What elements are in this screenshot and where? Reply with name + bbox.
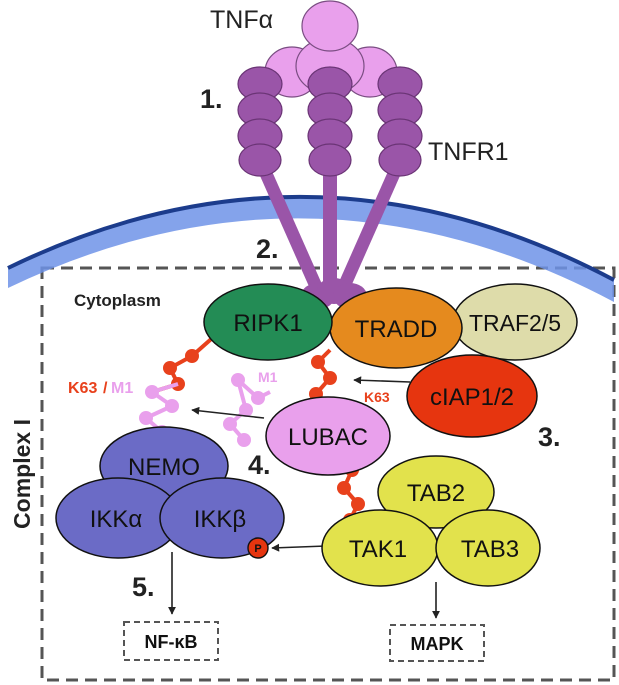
tab2-node bbox=[377, 455, 495, 529]
step-3: 3. bbox=[538, 422, 561, 452]
ub-slash: / bbox=[103, 380, 108, 397]
m1-chain-label: M1 bbox=[258, 369, 278, 385]
step-4: 4. bbox=[248, 450, 271, 480]
phospho-marker bbox=[247, 537, 269, 559]
ciap-label: cIAP1/2 bbox=[430, 384, 514, 411]
tab3-label: TAB3 bbox=[461, 536, 519, 563]
arrow-tak1-to-ikkb bbox=[271, 543, 327, 552]
ciap-node bbox=[406, 354, 538, 438]
tab3-node bbox=[435, 509, 541, 587]
mapk-box bbox=[389, 624, 485, 662]
ripk1-node bbox=[203, 283, 333, 361]
lubac-label: LUBAC bbox=[288, 424, 368, 451]
ripk1-label: RIPK1 bbox=[233, 310, 302, 337]
nfkb-box bbox=[123, 621, 219, 661]
nemo-label: NEMO bbox=[128, 454, 200, 481]
tak1-label: TAK1 bbox=[349, 536, 407, 563]
tab2-label: TAB2 bbox=[407, 480, 465, 507]
k63-chain-ripk1 bbox=[151, 331, 220, 394]
nfkb-label: NF-κB bbox=[144, 632, 197, 652]
cell-membrane bbox=[7, 194, 615, 302]
mapk-label: MAPK bbox=[411, 634, 464, 654]
k63-left-label: K63 bbox=[68, 380, 97, 397]
arrow-ciap-to-tradd bbox=[353, 376, 411, 385]
m1-left-label: M1 bbox=[111, 380, 133, 397]
tnf-alpha-label: TNFα bbox=[210, 6, 273, 34]
traf-label: TRAF2/5 bbox=[469, 310, 561, 336]
tnf-alpha-trimer bbox=[264, 0, 398, 98]
phospho-label: P bbox=[254, 543, 261, 555]
complex-i-label: Complex I bbox=[9, 419, 35, 529]
cytoplasm-label: Cytoplasm bbox=[74, 291, 161, 310]
step-5: 5. bbox=[132, 572, 155, 602]
arrow-lubac-to-m1 bbox=[191, 406, 265, 419]
step-2: 2. bbox=[256, 234, 279, 264]
k63-right-label: K63 bbox=[364, 389, 390, 405]
k63-chain-tradd bbox=[309, 348, 337, 401]
m1-chain-lubac bbox=[223, 373, 271, 447]
step-1: 1. bbox=[200, 84, 223, 114]
ikka-label: IKKα bbox=[90, 506, 143, 533]
ikkb-label: IKKβ bbox=[194, 506, 247, 533]
tnfr1-label: TNFR1 bbox=[428, 138, 509, 166]
tnfr1-receptors bbox=[237, 66, 423, 309]
tradd-label: TRADD bbox=[355, 316, 438, 343]
lubac-node bbox=[265, 396, 391, 476]
ikkb-node bbox=[159, 477, 285, 559]
